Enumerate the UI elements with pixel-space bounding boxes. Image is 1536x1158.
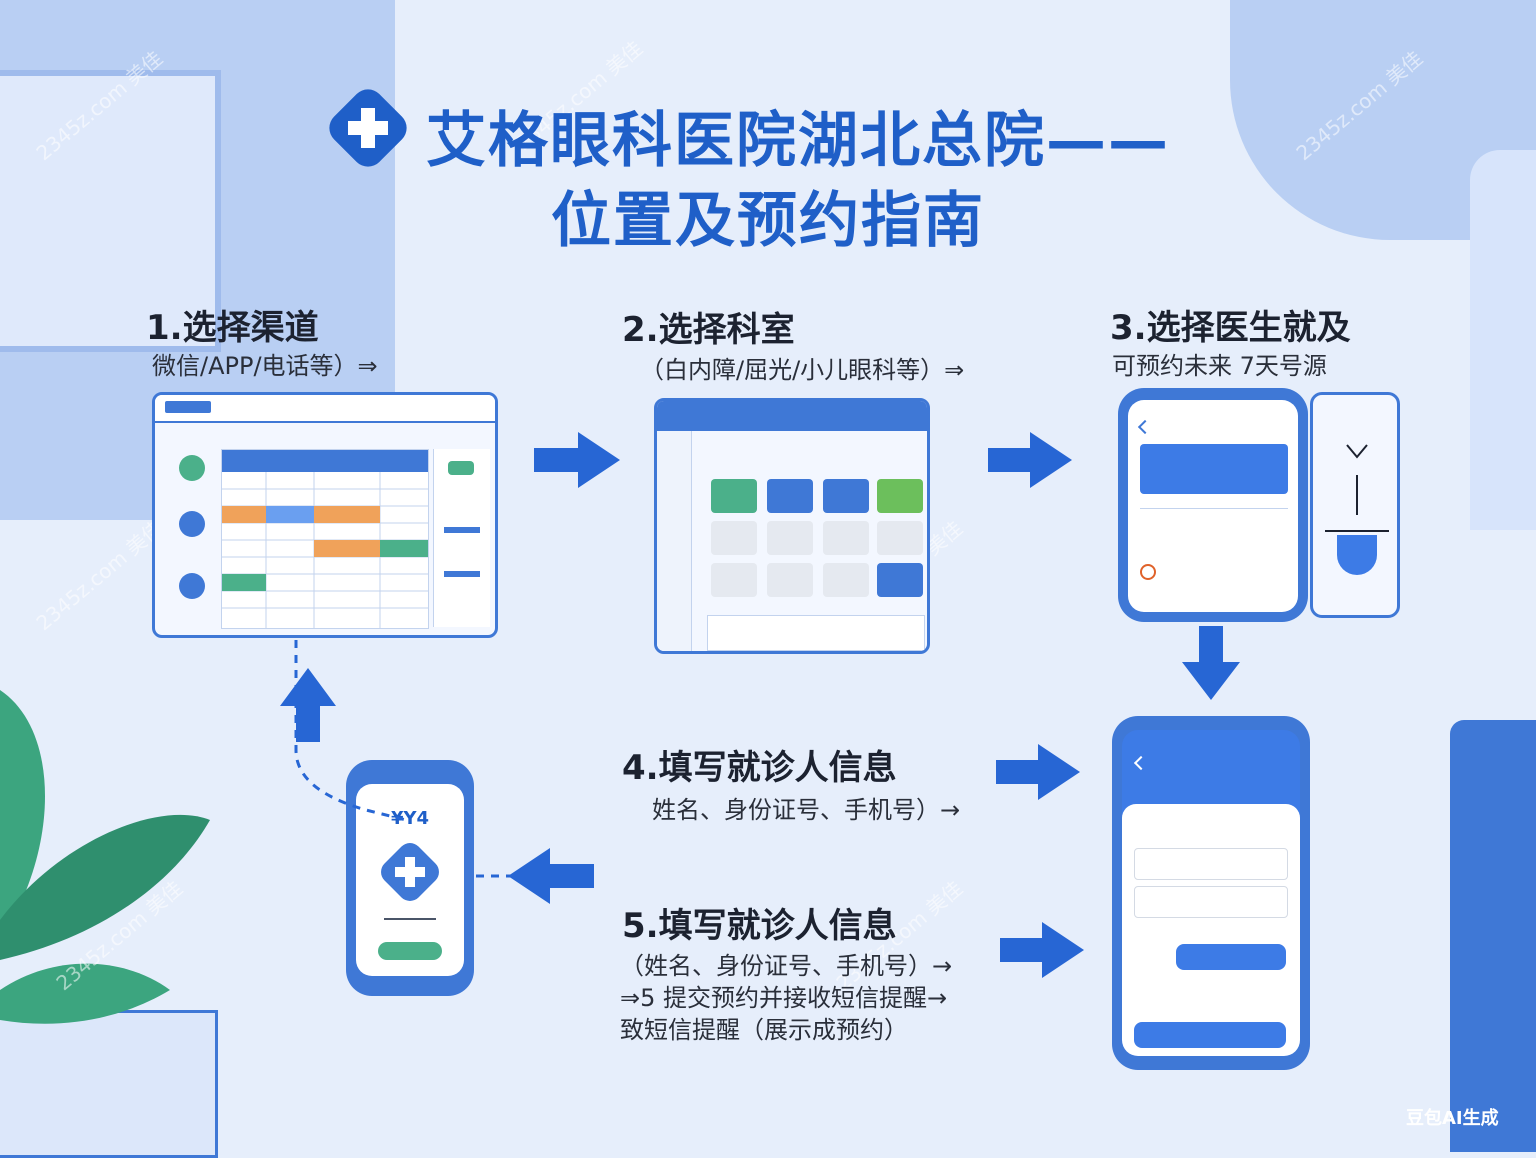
step-3-title: 3.选择医生就及: [1110, 308, 1351, 348]
doctor-card: [1140, 444, 1288, 494]
price-label: ¥Y4: [390, 808, 430, 829]
step-4-title: 4.填写就诊人信息: [622, 748, 897, 788]
step-1-subtitle: 微信/APP/电话等）⇒: [152, 352, 378, 380]
step-5-line-1: （姓名、身份证号、手机号）→: [620, 952, 953, 980]
step-5-line-2: ⇒5 提交预约并接收短信提醒→: [620, 984, 948, 1012]
step-1-screenshot: [152, 392, 498, 638]
confirmation-phone: ¥Y4: [346, 760, 474, 996]
arrow-right-icon: [996, 744, 1080, 800]
bottom-table: [707, 615, 925, 651]
form-field[interactable]: [1134, 886, 1288, 918]
arrow-left-icon: [508, 848, 594, 904]
medical-cross-icon: [179, 511, 205, 537]
bg-pedestal: [0, 1010, 218, 1158]
sidebar: [163, 445, 215, 625]
step-5-line-3: 致短信提醒（展示成预约）: [620, 1016, 908, 1044]
logo: [165, 401, 211, 413]
submit-booking-button[interactable]: [1134, 1022, 1286, 1048]
arrow-down-icon: [1182, 626, 1240, 700]
confirm-button[interactable]: [1176, 944, 1286, 970]
bg-panel-left-inner: [0, 70, 221, 352]
step-5-title: 5.填写就诊人信息: [622, 906, 897, 946]
window-titlebar: [155, 395, 495, 423]
leaf-icon: [0, 690, 210, 1024]
medical-cross-icon: [179, 455, 205, 481]
medical-cross-icon: [329, 89, 407, 167]
bg-panel-right: [1470, 150, 1536, 530]
table-grid: [222, 472, 428, 628]
step-4-subtitle: 姓名、身份证号、手机号）→: [652, 796, 961, 824]
booking-phone: [1112, 716, 1310, 1070]
bg-panel-bottom-right: [1450, 720, 1536, 1152]
step-2-screenshot: [654, 398, 930, 654]
arrow-right-icon: [988, 432, 1072, 488]
back-chevron-icon: [1133, 755, 1149, 771]
page-subtitle: 位置及预约指南: [551, 186, 985, 256]
step-3-phone: [1118, 388, 1308, 622]
arrow-right-icon: [534, 432, 620, 488]
page-title: 艾格眼科医院湖北总院——: [426, 106, 1170, 176]
medical-cross-icon: [381, 843, 439, 901]
booking-form: [1122, 804, 1300, 1056]
dashed-connector: [294, 640, 514, 878]
window-header: [657, 401, 927, 431]
back-chevron-icon: [1137, 419, 1153, 435]
ai-generated-label: 豆包AI生成: [1406, 1108, 1499, 1129]
pay-button[interactable]: [378, 942, 442, 960]
form-field[interactable]: [1134, 848, 1288, 880]
arrow-up-icon: [280, 668, 336, 742]
table-header: [222, 450, 428, 472]
right-panel: [433, 449, 490, 627]
step-1-title: 1.选择渠道: [146, 308, 319, 348]
eye-exam-icon: [1325, 444, 1389, 575]
step-3-subtitle: 可预约未来 7天号源: [1112, 352, 1327, 380]
watermark: 2345z.com 美佳: [31, 516, 168, 636]
step-3-side-panel: [1310, 392, 1400, 618]
medical-cross-icon: [179, 573, 205, 599]
step-2-subtitle: （白内障/屈光/小儿眼科等）⇒: [640, 356, 965, 384]
left-rail: [657, 431, 692, 651]
arrow-right-icon: [1000, 922, 1084, 978]
department-grid: [711, 479, 923, 597]
step-2-title: 2.选择科室: [622, 310, 795, 350]
data-table: [221, 449, 429, 629]
